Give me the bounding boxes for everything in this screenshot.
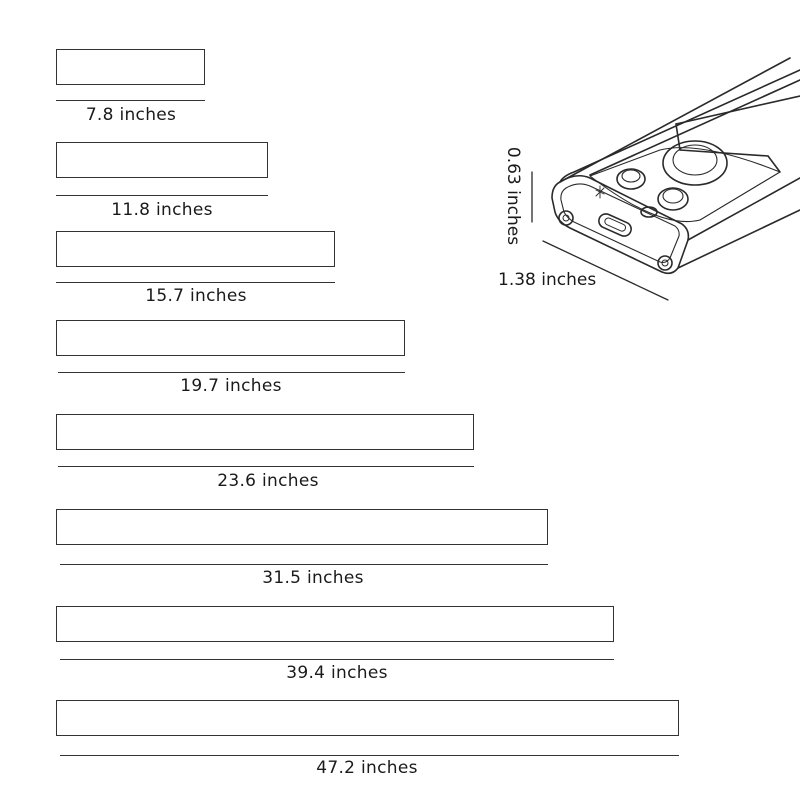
bar-11-8 — [56, 142, 268, 178]
bar-label-23-6: 23.6 inches — [217, 471, 319, 491]
width-dimension-line — [542, 240, 669, 301]
light-sensor — [640, 206, 658, 218]
height-label: 0.63 inches — [503, 146, 524, 246]
motion-sensor-dome — [662, 140, 728, 186]
bar-label-19-7: 19.7 inches — [180, 376, 282, 396]
right-screw — [657, 255, 673, 271]
bottom-button — [657, 187, 689, 211]
rule-19-7 — [58, 372, 405, 373]
mode-icon — [595, 185, 605, 199]
bar-label-39-4: 39.4 inches — [286, 663, 388, 683]
bar-label-15-7: 15.7 inches — [145, 286, 247, 306]
device-end-face — [551, 174, 690, 275]
width-label: 1.38 inches — [498, 270, 597, 290]
bar-7-8 — [56, 49, 205, 85]
bar-19-7 — [56, 320, 405, 356]
bar-label-47-2: 47.2 inches — [316, 758, 418, 778]
rule-7-8 — [56, 100, 205, 101]
top-button — [616, 168, 646, 190]
bar-label-7-8: 7.8 inches — [85, 105, 177, 125]
bar-31-5 — [56, 509, 548, 545]
device-top-back-edge — [589, 79, 800, 176]
usb-c-port — [598, 213, 632, 237]
bar-39-4 — [56, 606, 614, 642]
left-screw — [558, 210, 574, 226]
bar-47-2 — [56, 700, 679, 736]
bar-23-6 — [56, 414, 474, 450]
rule-23-6 — [58, 466, 474, 467]
bar-15-7 — [56, 231, 335, 267]
bar-label-31-5: 31.5 inches — [262, 568, 364, 588]
rule-39-4 — [60, 659, 614, 660]
rule-31-5 — [60, 564, 548, 565]
rule-47-2 — [60, 755, 679, 756]
rule-11-8 — [56, 195, 268, 196]
bar-label-11-8: 11.8 inches — [111, 200, 213, 220]
rule-15-7 — [56, 282, 335, 283]
